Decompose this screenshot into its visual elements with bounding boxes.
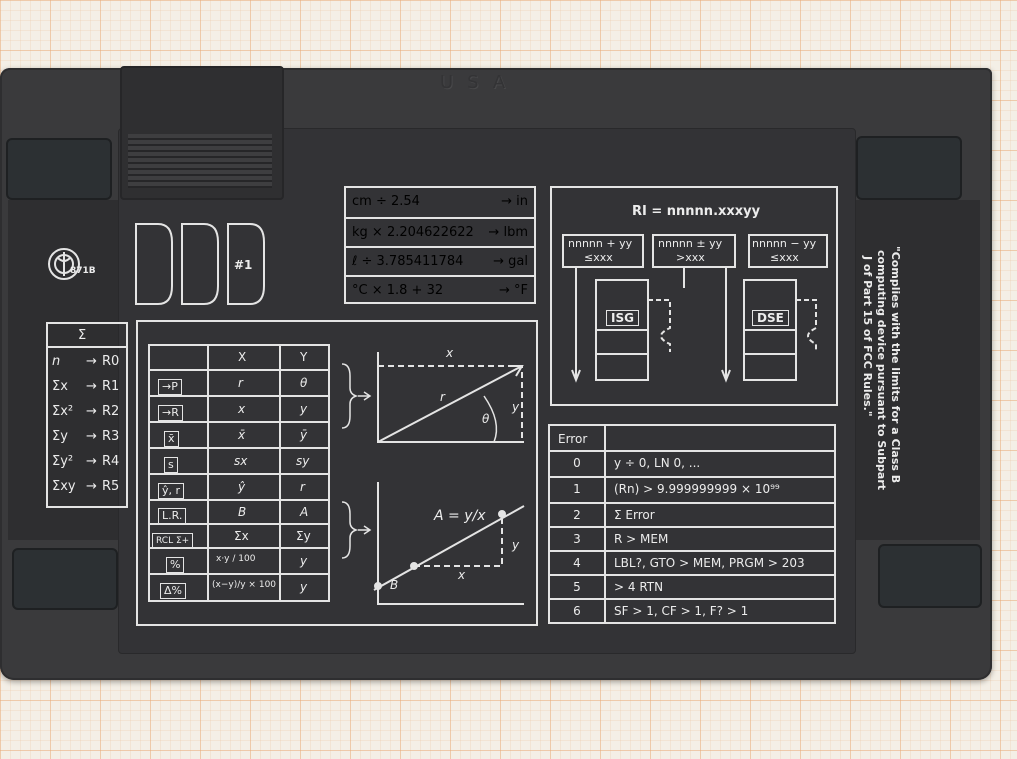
error-row: 1(Rn) > 9.999999999 × 10⁹⁹ — [550, 476, 834, 502]
rubber-foot-top-right — [856, 136, 962, 200]
function-panel: X Y →P r θ →R x y x̄ x̄ ȳ s sx sy ŷ, r ŷ… — [136, 320, 538, 626]
battery-door[interactable] — [120, 66, 284, 200]
conversion-row: ℓ ÷ 3.785411784 → gal — [346, 246, 534, 277]
sigma-row: Σx → R1 — [52, 379, 120, 394]
battery-symbols-icon — [135, 223, 265, 305]
conversion-table: cm ÷ 2.54 → in kg × 2.204622622 → lbm ℓ … — [344, 186, 536, 304]
key-percent: % — [166, 553, 185, 573]
sigma-row: Σxy → R5 — [52, 479, 120, 494]
function-table: X Y →P r θ →R x y x̄ x̄ ȳ s sx sy ŷ, r ŷ… — [148, 344, 330, 602]
rubber-foot-top-left — [6, 138, 112, 200]
polar-regression-diagrams-icon — [341, 352, 525, 605]
isg-dse-title: RI = nnnnn.xxxyy — [632, 204, 761, 219]
error-header: Error — [558, 432, 588, 446]
sigma-row: Σy² → R4 — [52, 454, 120, 469]
key-to-rect: →R — [158, 401, 183, 421]
logo-code: 871B — [70, 266, 96, 276]
isg-dse-diagram: RI = nnnnn.xxxyy nnnnn + yy ≤xxx nnnnn ±… — [550, 186, 838, 406]
battery-door-grip[interactable] — [128, 134, 272, 188]
conversion-row: cm ÷ 2.54 → in — [352, 194, 528, 209]
col-y-header: Y — [300, 350, 308, 364]
diagram1-x: x — [446, 346, 454, 360]
key-std-dev: s — [164, 453, 178, 473]
sigma-row: n → R0 — [52, 354, 120, 369]
sigma-row: Σx² → R2 — [52, 404, 120, 419]
key-estimate: ŷ, r — [158, 479, 185, 499]
sigma-register-table: Σ n → R0 Σx → R1 Σx² → R2 Σy → R3 Σy² → … — [46, 322, 128, 508]
key-to-polar: →P — [158, 375, 182, 395]
diagram2-b: B — [390, 578, 399, 592]
diagram2-y: y — [512, 538, 520, 552]
isg-label: ISG — [606, 310, 639, 326]
key-rcl-sigma: RCL Σ+ — [152, 528, 194, 549]
key-linear-regression: L.R. — [158, 504, 187, 524]
rubber-foot-bottom-right — [878, 544, 982, 608]
key-delta-percent: Δ% — [160, 579, 186, 599]
diagram1-theta: θ — [482, 412, 490, 426]
diagram2-formula: A = y/x — [434, 508, 486, 524]
conversion-row: kg × 2.204622622 → lbm — [346, 217, 534, 248]
diagram1-r: r — [440, 390, 445, 404]
diagram2-x: x — [458, 568, 466, 582]
error-row: 5> 4 RTN — [550, 574, 834, 600]
conversion-row: °C × 1.8 + 32 → °F — [346, 275, 534, 306]
key-mean: x̄ — [164, 427, 179, 447]
molded-text: USA — [440, 72, 520, 93]
col-x-header: X — [238, 350, 247, 364]
fcc-compliance-text: "Complies with the limits for a Class B … — [861, 246, 902, 490]
logo-icon — [48, 248, 80, 280]
diagram1-y: y — [512, 400, 520, 414]
mid-condition-box: nnnnn ± yy >xxx — [652, 234, 736, 268]
isg-condition-box: nnnnn + yy ≤xxx — [562, 234, 644, 268]
sigma-header: Σ — [78, 328, 87, 343]
rubber-foot-bottom-left — [12, 548, 118, 610]
dse-condition-box: nnnnn − yy ≤xxx — [748, 234, 828, 268]
dse-label: DSE — [752, 310, 789, 326]
sigma-row: Σy → R3 — [52, 429, 120, 444]
battery-label: #1 — [234, 258, 253, 272]
isg-dse-flow-icon — [571, 268, 817, 383]
